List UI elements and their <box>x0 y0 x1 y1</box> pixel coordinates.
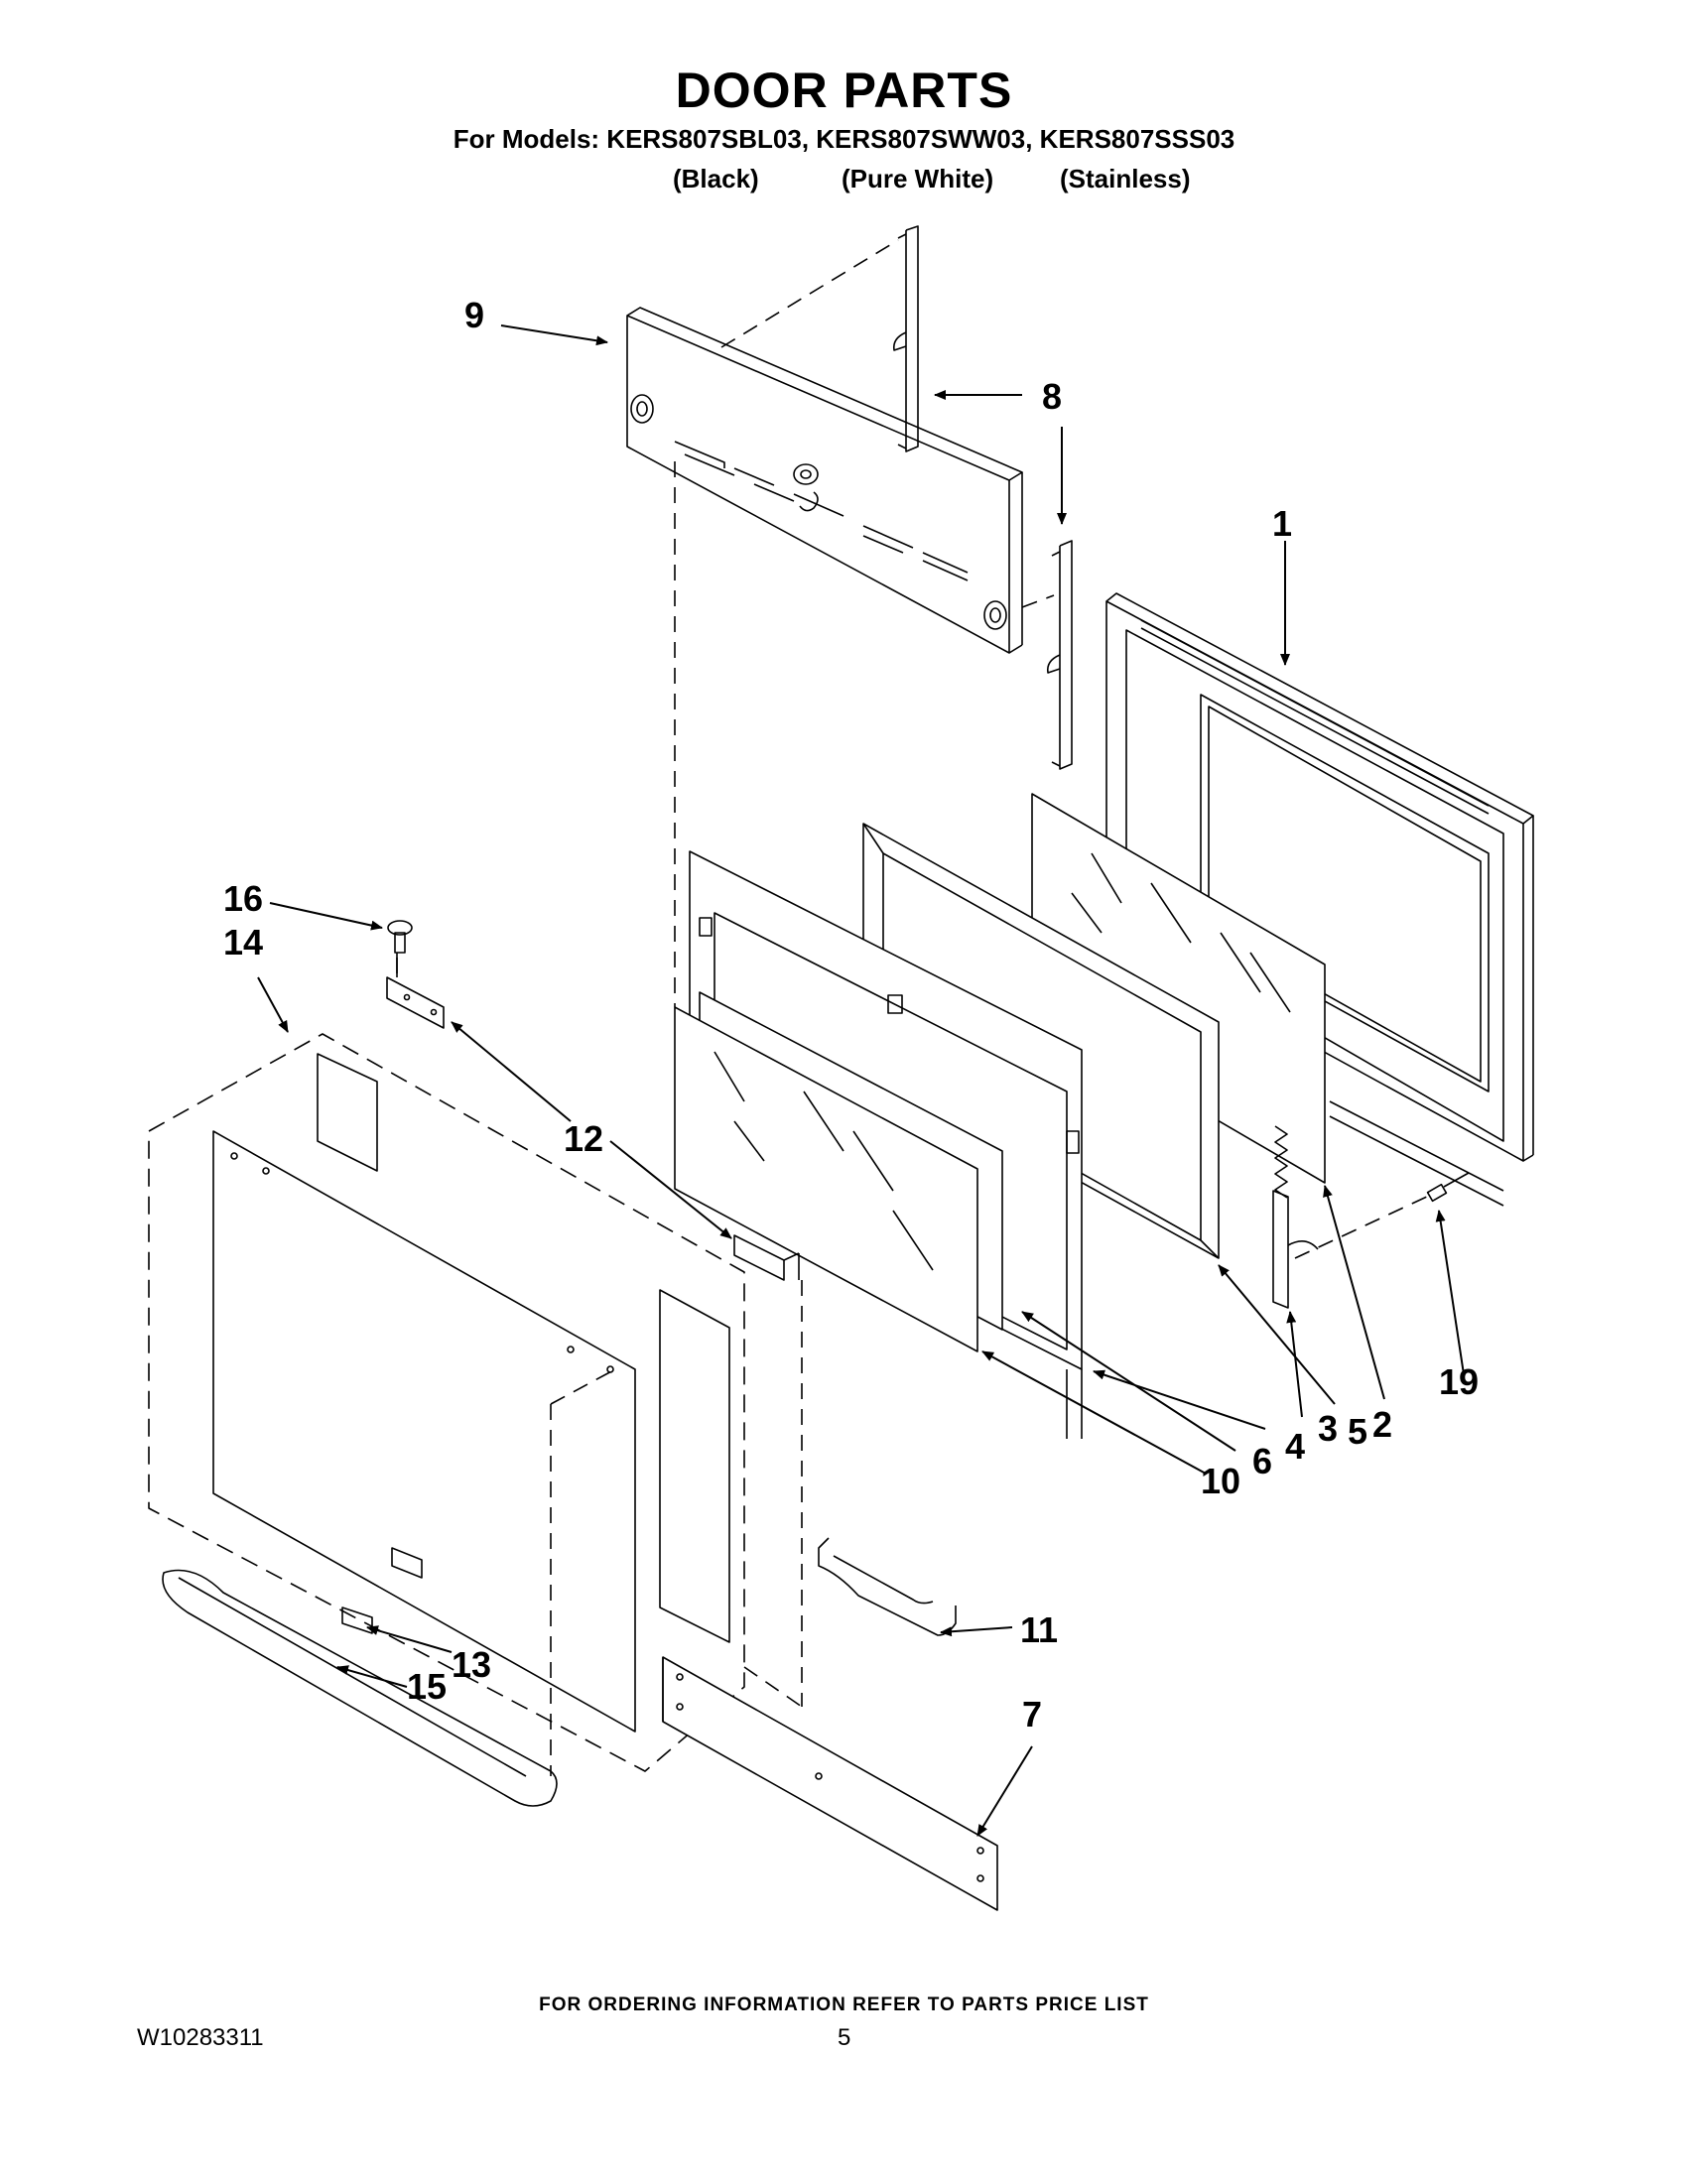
callout-8: 8 <box>1042 376 1062 417</box>
variant-stainless: (Stainless) <box>1060 164 1191 193</box>
alignment-lines <box>396 239 1430 1776</box>
callout-arrows <box>257 324 1465 1837</box>
front-glass <box>674 1006 978 1352</box>
ordering-note: FOR ORDERING INFORMATION REFER TO PARTS … <box>539 1994 1149 2015</box>
vent-bracket-lower <box>1046 540 1073 770</box>
callout-13: 13 <box>452 1644 491 1685</box>
variant-black: (Black) <box>673 164 759 193</box>
callout-9: 9 <box>464 295 484 335</box>
document-number: W10283311 <box>137 2024 264 2051</box>
door-inner-liner <box>1105 592 1534 1207</box>
callout-1: 1 <box>1272 503 1292 544</box>
model-list: For Models: KERS807SBL03, KERS807SWW03, … <box>453 124 1235 154</box>
callout-4: 4 <box>1285 1426 1305 1467</box>
variant-pure-white: (Pure White) <box>842 164 994 193</box>
vent-bracket-upper <box>892 225 919 452</box>
callout-2: 2 <box>1372 1404 1392 1445</box>
callout-6: 6 <box>1252 1441 1272 1481</box>
bottom-trim <box>662 1656 998 1911</box>
vent-trim-panel <box>626 307 1023 654</box>
door-hinge <box>1272 1125 1319 1309</box>
outer-door-assembly <box>148 1033 745 1772</box>
callout-14: 14 <box>223 922 263 963</box>
latch-bracket <box>818 1537 957 1636</box>
callout-3: 3 <box>1318 1408 1338 1449</box>
callout-labels: 1 2 3 4 5 6 7 8 9 10 11 12 13 14 15 16 1… <box>223 295 1479 1734</box>
door-handle <box>162 1569 558 1807</box>
callout-7: 7 <box>1022 1694 1042 1734</box>
callout-5: 5 <box>1348 1411 1367 1452</box>
callout-19: 19 <box>1439 1361 1479 1402</box>
page-title: DOOR PARTS <box>675 63 1013 118</box>
callout-11: 11 <box>1020 1609 1058 1650</box>
callout-16: 16 <box>223 878 263 919</box>
hinge-bracket-left <box>386 953 445 1029</box>
callout-12: 12 <box>564 1118 603 1159</box>
hinge-screw <box>1426 1172 1470 1203</box>
bracket-screw <box>387 920 413 954</box>
callout-10: 10 <box>1201 1461 1240 1501</box>
callout-15: 15 <box>407 1666 447 1707</box>
hinge-bracket-right <box>733 1234 800 1281</box>
page-number: 5 <box>838 2024 851 2051</box>
